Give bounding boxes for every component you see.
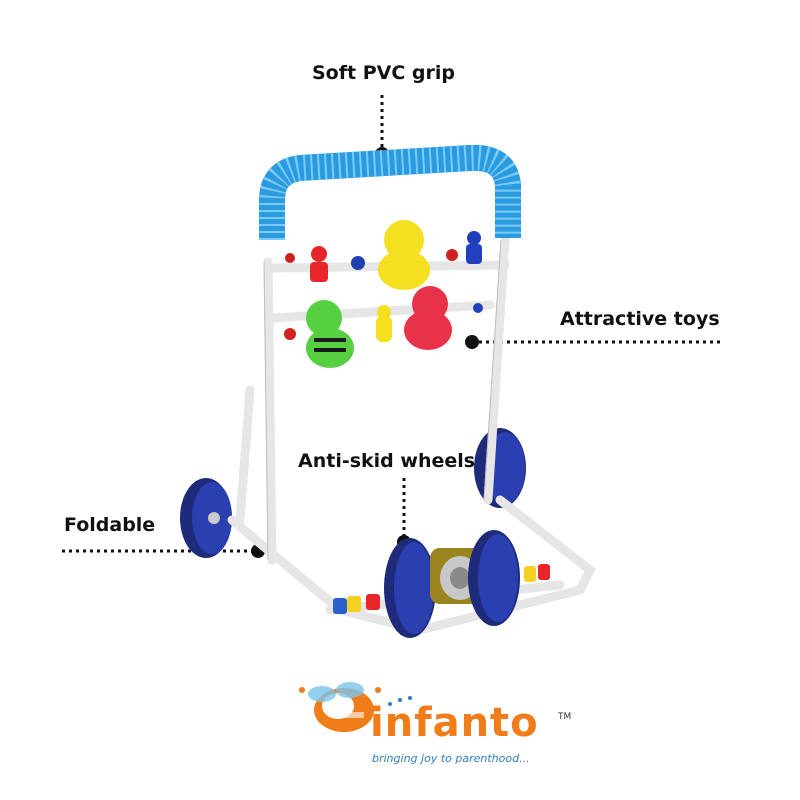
callout-anti-skid-wheels: Anti-skid wheels (298, 450, 476, 472)
brand-name: infanto (370, 700, 539, 746)
callout-soft-pvc-grip: Soft PVC grip (312, 62, 455, 84)
toy-bar-bottom (284, 286, 483, 368)
brand-tagline: bringing joy to parenthood... (372, 752, 530, 765)
rear-left-wheel (180, 478, 232, 558)
walker-frame-outline (263, 239, 502, 561)
callout-dots (251, 147, 479, 558)
callout-attractive-toys: Attractive toys (560, 308, 720, 330)
callout-foldable: Foldable (64, 514, 156, 536)
callout-lines (62, 95, 720, 553)
toy-bar-top (285, 220, 482, 290)
bee-logo-icon (299, 682, 412, 732)
front-bead-bar (333, 564, 550, 614)
trademark-mark: TM (558, 712, 572, 722)
soft-pvc-grip (259, 144, 521, 240)
front-wheels (384, 530, 520, 638)
